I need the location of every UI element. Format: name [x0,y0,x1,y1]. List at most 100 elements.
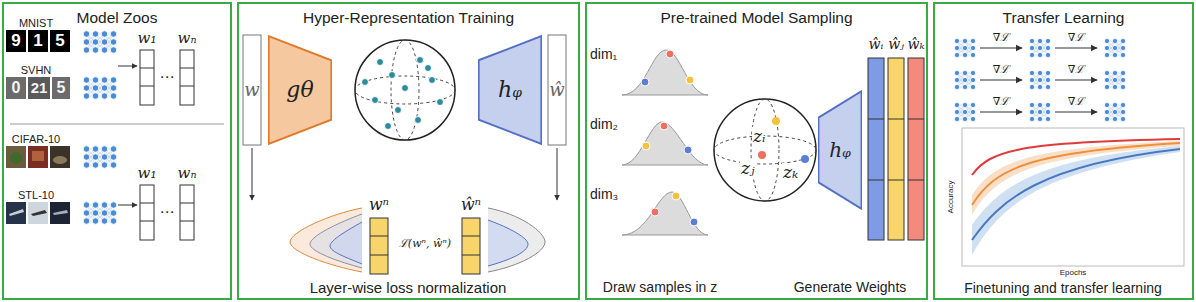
illustration-circle [672,192,680,200]
network-neuron [970,45,975,50]
network-neuron [1029,77,1034,82]
illustration-circle [666,50,674,58]
network-neuron [110,93,116,99]
panel-caption: Finetuning and transfer learning [964,280,1162,296]
illustration-line [1055,47,1097,48]
illustration-line [888,180,904,181]
network-neuron [110,31,116,37]
gradient-symbol: ∇ℒ [1068,64,1085,77]
network-neuron [1037,77,1042,82]
weight-symbol: ŵⁿ [461,196,481,214]
illustration-path [9,209,24,216]
illustration-circle [372,97,379,104]
dataset-name: SVHN [21,64,52,77]
network-neuron [1104,84,1109,89]
latent-point [772,117,780,125]
illustration-line [868,119,884,120]
network-neuron [1045,38,1050,43]
illustration-path [488,208,545,272]
decoder-trapezoid: hᵩ [818,90,862,210]
gradient-symbol: ∇ℒ [993,96,1010,109]
network-neuron [83,77,89,83]
network-neuron [962,84,967,89]
illustration-line [140,68,154,69]
network-neuron [962,109,967,114]
illustration-circle [417,57,424,64]
network-neuron [962,70,967,75]
illustration-line [908,180,924,181]
weight-symbol: wⁿ [369,196,389,214]
illustration-line [557,148,558,200]
illustration-line [118,205,137,206]
illustration-line [140,221,154,222]
illustration-rect [6,146,26,168]
network-neuron [92,218,98,224]
weight-symbol: ŵₖ [907,36,924,52]
illustration-circle [10,152,22,164]
sphere-shape [714,99,816,201]
network-neuron [1037,52,1042,57]
illustration-line [10,124,224,125]
network-neuron [1112,38,1117,43]
digit-image: 9 [6,30,26,52]
decoder-trapezoid: hᵩ [478,35,542,145]
network-neuron [1104,45,1109,50]
illustration-circle [395,107,402,114]
illustration-circle [415,117,422,124]
network-neuron [970,52,975,57]
network-neuron [970,38,975,43]
illustration-path [972,143,1180,205]
illustration-line [980,79,1022,80]
network-neuron [954,70,959,75]
network-neuron [1112,77,1117,82]
gradient-symbol: ∇ℒ [1068,96,1085,109]
network-neuron [1029,102,1034,107]
network-neuron [954,102,959,107]
illustration-circle [429,77,436,84]
network-neuron [92,154,98,160]
network-neuron [110,146,116,152]
network-neuron [110,218,116,224]
network-neuron [92,77,98,83]
network-neuron [970,84,975,89]
network-neuron [1112,84,1117,89]
network-neuron [92,93,98,99]
network-neuron [1120,38,1125,43]
illustration-rect [908,58,924,240]
digit-image: 5 [52,77,70,99]
illustration-rect [462,218,480,274]
network-neuron [101,31,107,37]
illustration-line [252,148,253,200]
network-neuron [970,102,975,107]
network-neuron [110,47,116,53]
illustration-circle [355,40,455,140]
sphere-meridian [751,99,779,201]
network-neuron [1104,77,1109,82]
illustration-path [622,50,708,95]
network-neuron [83,85,89,91]
panel-caption: Generate Weights [794,279,907,295]
network-neuron [83,154,89,160]
illustration-circle [686,76,694,84]
network-neuron [1112,116,1117,121]
illustration-ellipse [391,40,419,140]
network-neuron [92,162,98,168]
illustration-path [290,208,362,272]
trapezoid-shape [479,36,542,144]
network-neuron [101,47,107,53]
network-neuron [1045,77,1050,82]
network-neuron [1029,38,1034,43]
network-neuron [83,146,89,152]
network-neuron [1037,45,1042,50]
illustration-circle [377,59,384,66]
network-neuron [1037,70,1042,75]
illustration-rect [868,58,884,240]
trapezoid-shape [269,36,332,144]
network-neuron [1104,109,1109,114]
network-neuron [83,39,89,45]
illustration-path [330,222,362,264]
weight-symbol: wₙ [178,165,197,182]
network-neuron [954,84,959,89]
illustration-rect [888,58,904,240]
illustration-rect [50,202,70,224]
